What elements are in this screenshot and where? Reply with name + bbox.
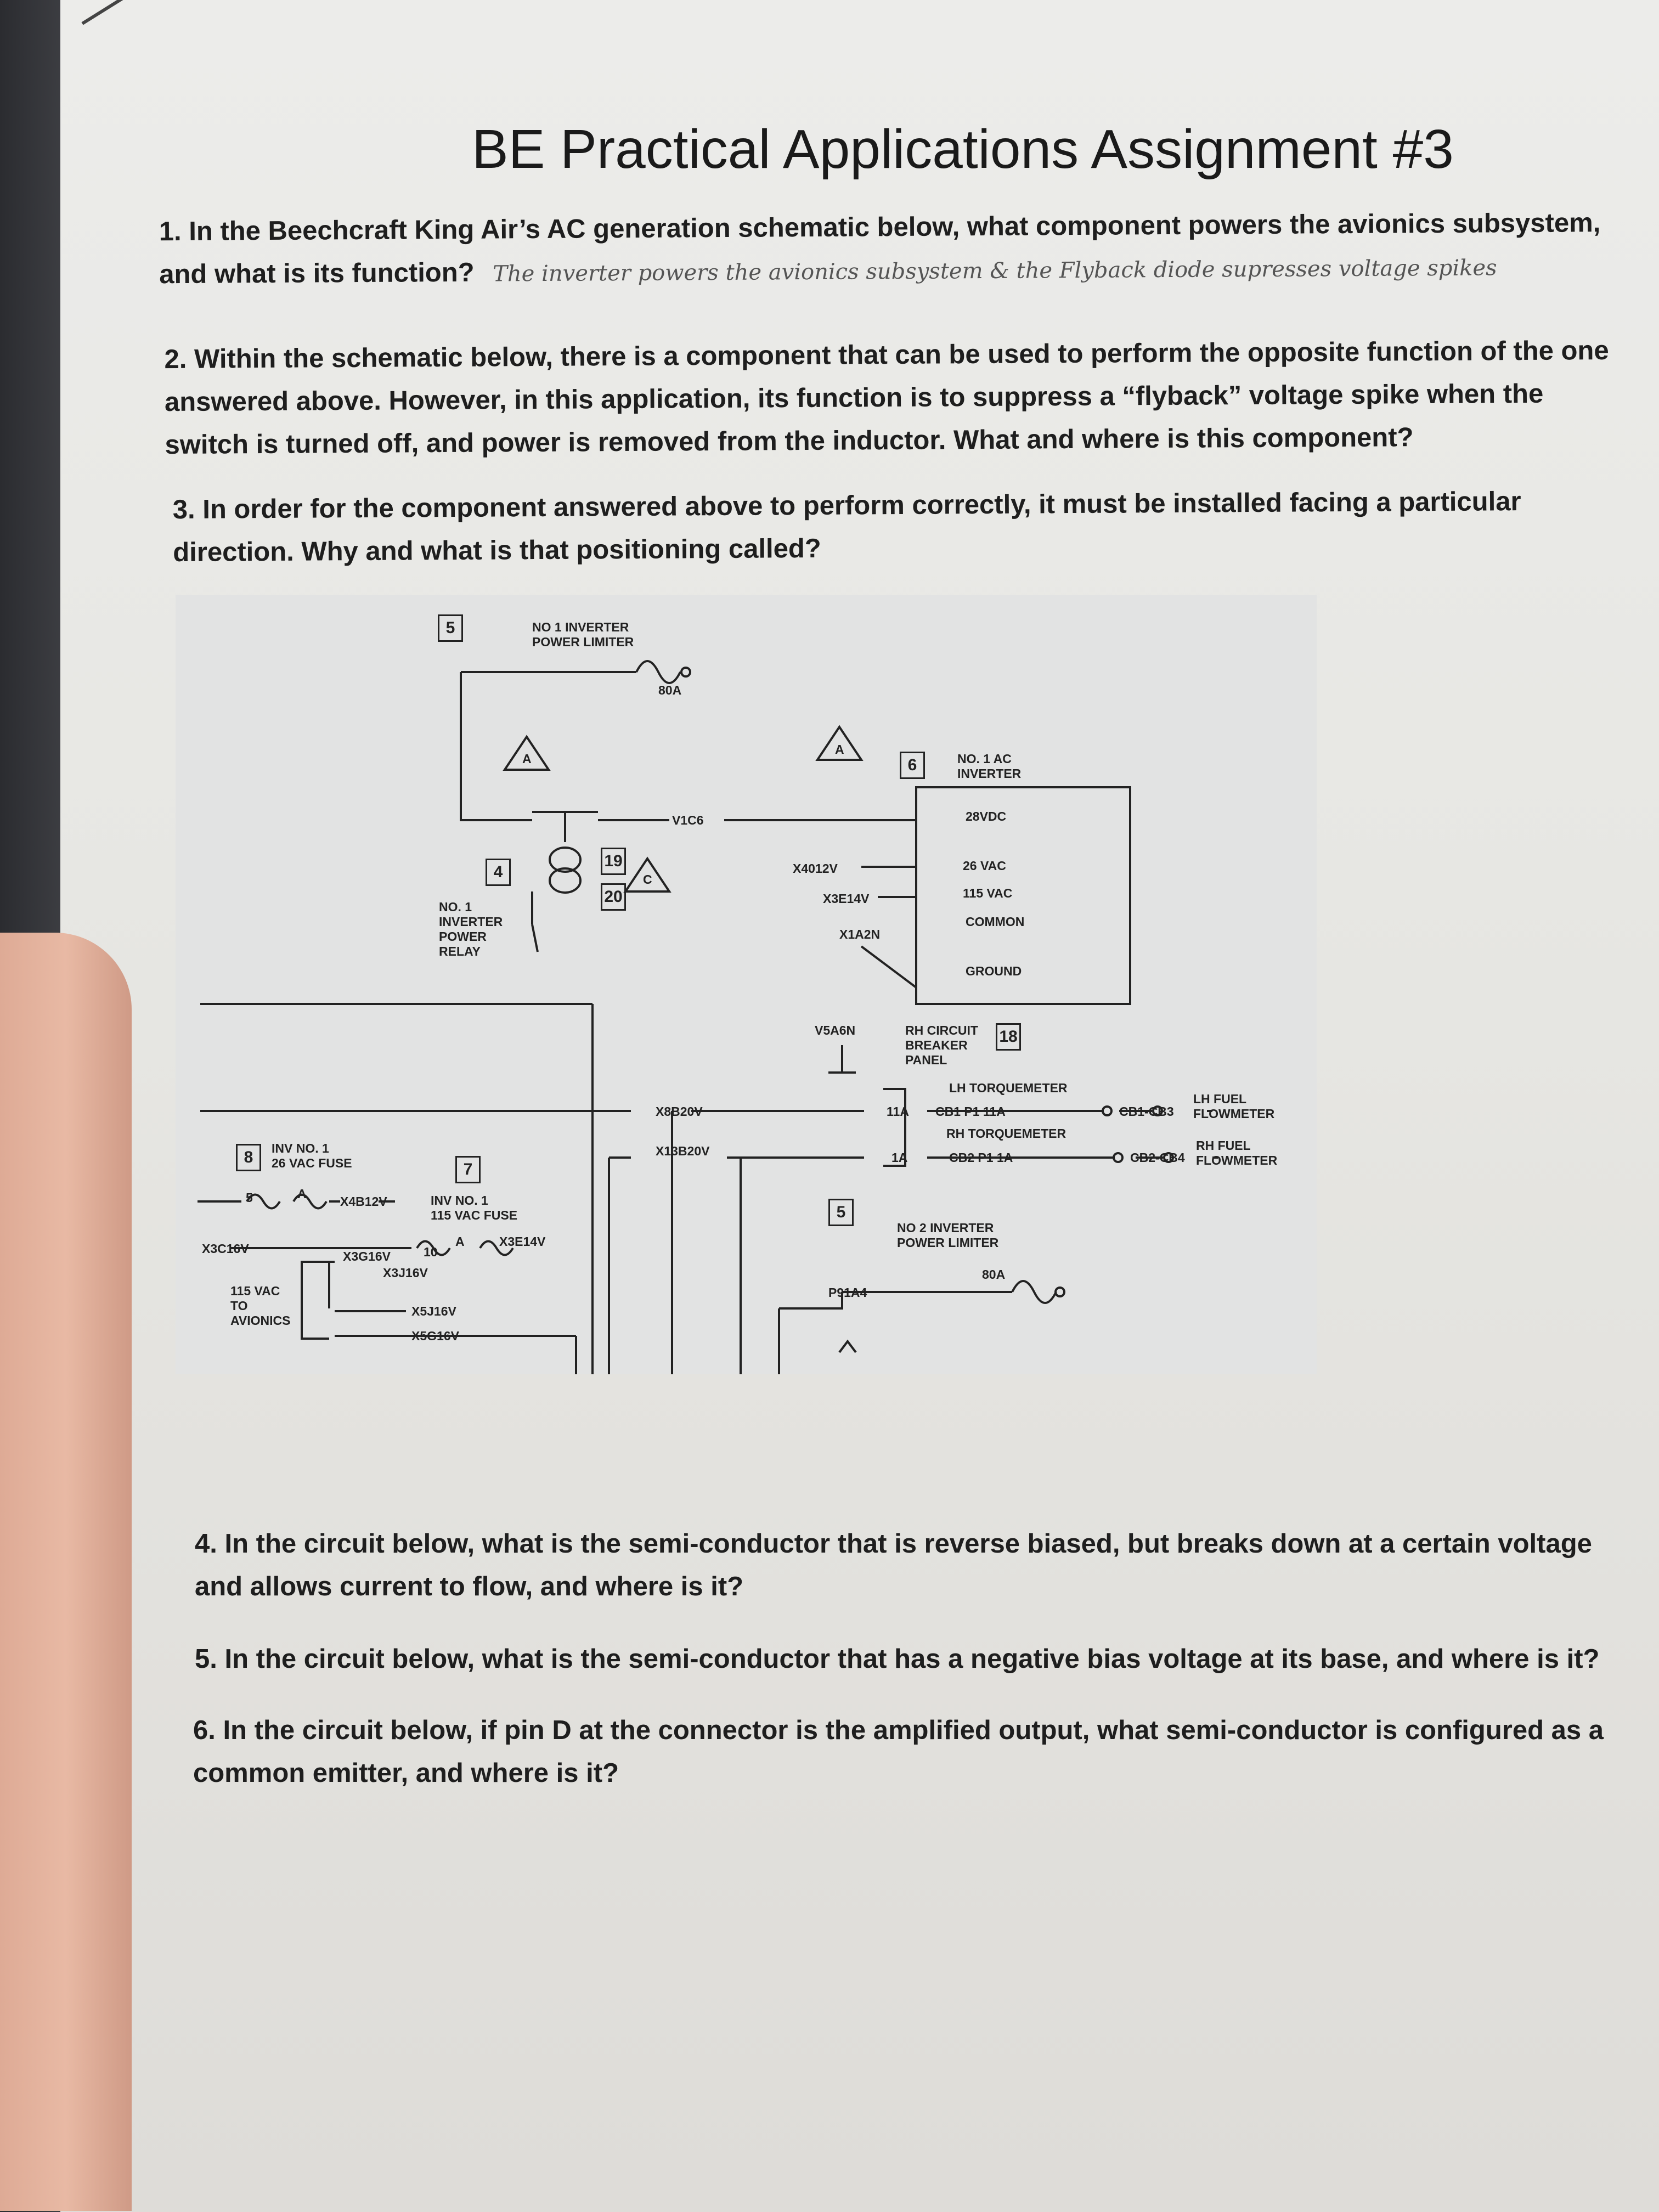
question-4: 4. In the circuit below, what is the sem… — [195, 1522, 1632, 1608]
schematic-label: A — [455, 1234, 465, 1249]
schematic-label: X13B20V — [656, 1144, 710, 1158]
schematic-label: RH FUEL FLOWMETER — [1196, 1138, 1278, 1167]
schematic-label: 80A — [658, 683, 682, 697]
question-3: 3. In order for the component answered a… — [173, 479, 1627, 574]
schematic-label: 26 VAC — [963, 859, 1006, 873]
schematic-label: RH TORQUEMETER — [946, 1126, 1066, 1141]
schematic-label: C — [643, 872, 652, 887]
schematic-label: RH CIRCUIT BREAKER PANEL — [905, 1023, 978, 1067]
schematic-label: GROUND — [966, 964, 1022, 978]
schematic-label: X5G16V — [411, 1329, 459, 1343]
question-number: 3. — [172, 494, 195, 525]
question-number: 4. — [195, 1529, 217, 1559]
schematic-wiring — [198, 660, 1218, 1374]
schematic-label: NO. 1 AC INVERTER — [957, 752, 1022, 781]
schematic-label: INV NO. 1 115 VAC FUSE — [431, 1193, 518, 1222]
schematic-label: X1A2N — [839, 927, 881, 941]
question-number: 1. — [159, 216, 182, 247]
ref-box: 5 — [438, 614, 463, 642]
question-2: 2. Within the schematic below, there is … — [164, 329, 1618, 466]
ref-box: 20 — [601, 883, 626, 911]
schematic-label: LH TORQUEMETER — [949, 1081, 1068, 1095]
schematic-label: X4B12V — [340, 1194, 387, 1209]
ref-box: 5 — [828, 1199, 854, 1226]
question-number: 5. — [195, 1644, 217, 1674]
schematic-label: A — [297, 1187, 307, 1201]
schematic-label: NO. 1 INVERTER POWER RELAY — [439, 900, 503, 958]
ref-box: 19 — [601, 848, 626, 875]
question-1: 1. In the Beechcraft King Air’s AC gener… — [159, 201, 1641, 297]
schematic-label: X4012V — [793, 861, 838, 876]
schematic-label: 80A — [982, 1267, 1006, 1282]
ref-box: 18 — [996, 1023, 1021, 1051]
ref-box: 7 — [455, 1156, 481, 1183]
question-number: 6. — [193, 1716, 216, 1745]
schematic-label: P91A4 — [828, 1285, 867, 1300]
schematic-label: COMMON — [966, 915, 1025, 929]
schematic-label: 1A — [891, 1150, 908, 1165]
schematic-label: X3E14V — [499, 1234, 546, 1249]
schematic-label: CB1-CB3 — [1119, 1104, 1174, 1119]
question-number: 2. — [164, 344, 187, 375]
schematic-label: V1C6 — [672, 813, 704, 827]
ref-box: 4 — [486, 859, 511, 886]
schematic-label: 115 VAC — [963, 886, 1013, 900]
schematic-label: 5 — [246, 1190, 253, 1205]
schematic-label: INV NO. 1 26 VAC FUSE — [272, 1141, 352, 1170]
schematic-label: CB1 P1 11A — [935, 1104, 1006, 1119]
schematic-label: CB2 P1 1A — [949, 1150, 1013, 1165]
schematic-label: NO 1 INVERTER POWER LIMITER — [532, 620, 634, 649]
schematic-label: NO 2 INVERTER POWER LIMITER — [897, 1221, 999, 1250]
ac-generation-schematic: 5 4 19 20 7 8 6 18 5 NO 1 INVERTER POWER… — [176, 595, 1317, 1374]
schematic-label: A — [835, 742, 844, 757]
schematic-label: 11A — [887, 1104, 909, 1119]
schematic-label: X5J16V — [411, 1304, 456, 1318]
schematic-label: A — [522, 752, 532, 766]
schematic-label: X3J16V — [383, 1266, 428, 1280]
thumb — [0, 933, 132, 2211]
ref-box: 6 — [900, 752, 925, 779]
question-text: In order for the component answered abov… — [173, 486, 1529, 568]
schematic-label: 28VDC — [966, 809, 1007, 823]
schematic-label: X3G16V — [343, 1249, 391, 1263]
schematic-label: 10 — [424, 1245, 438, 1259]
schematic-label: LH FUEL FLOWMETER — [1193, 1092, 1275, 1121]
schematic-label: 115 VAC TO AVIONICS — [230, 1284, 291, 1328]
schematic-label: X3C16V — [202, 1242, 249, 1256]
schematic-label: V5A6N — [815, 1023, 856, 1037]
question-5: 5. In the circuit below, what is the sem… — [195, 1638, 1632, 1680]
question-text: Within the schematic below, there is a c… — [164, 335, 1617, 460]
schematic-label: X8B20V — [656, 1104, 703, 1119]
page-title: BE Practical Applications Assignment #3 — [472, 119, 1454, 180]
handwritten-answer: The inverter powers the avionics subsyst… — [493, 255, 1497, 287]
question-text: In the circuit below, what is the semi-c… — [195, 1529, 1600, 1601]
question-text: In the circuit below, if pin D at the co… — [193, 1716, 1611, 1788]
question-6: 6. In the circuit below, if pin D at the… — [193, 1709, 1652, 1795]
schematic-label: X3E14V — [823, 891, 870, 906]
schematic-label: CB2-CB4 — [1130, 1150, 1185, 1165]
ref-box: 8 — [236, 1144, 261, 1171]
question-text: In the circuit below, what is the semi-c… — [224, 1644, 1600, 1674]
